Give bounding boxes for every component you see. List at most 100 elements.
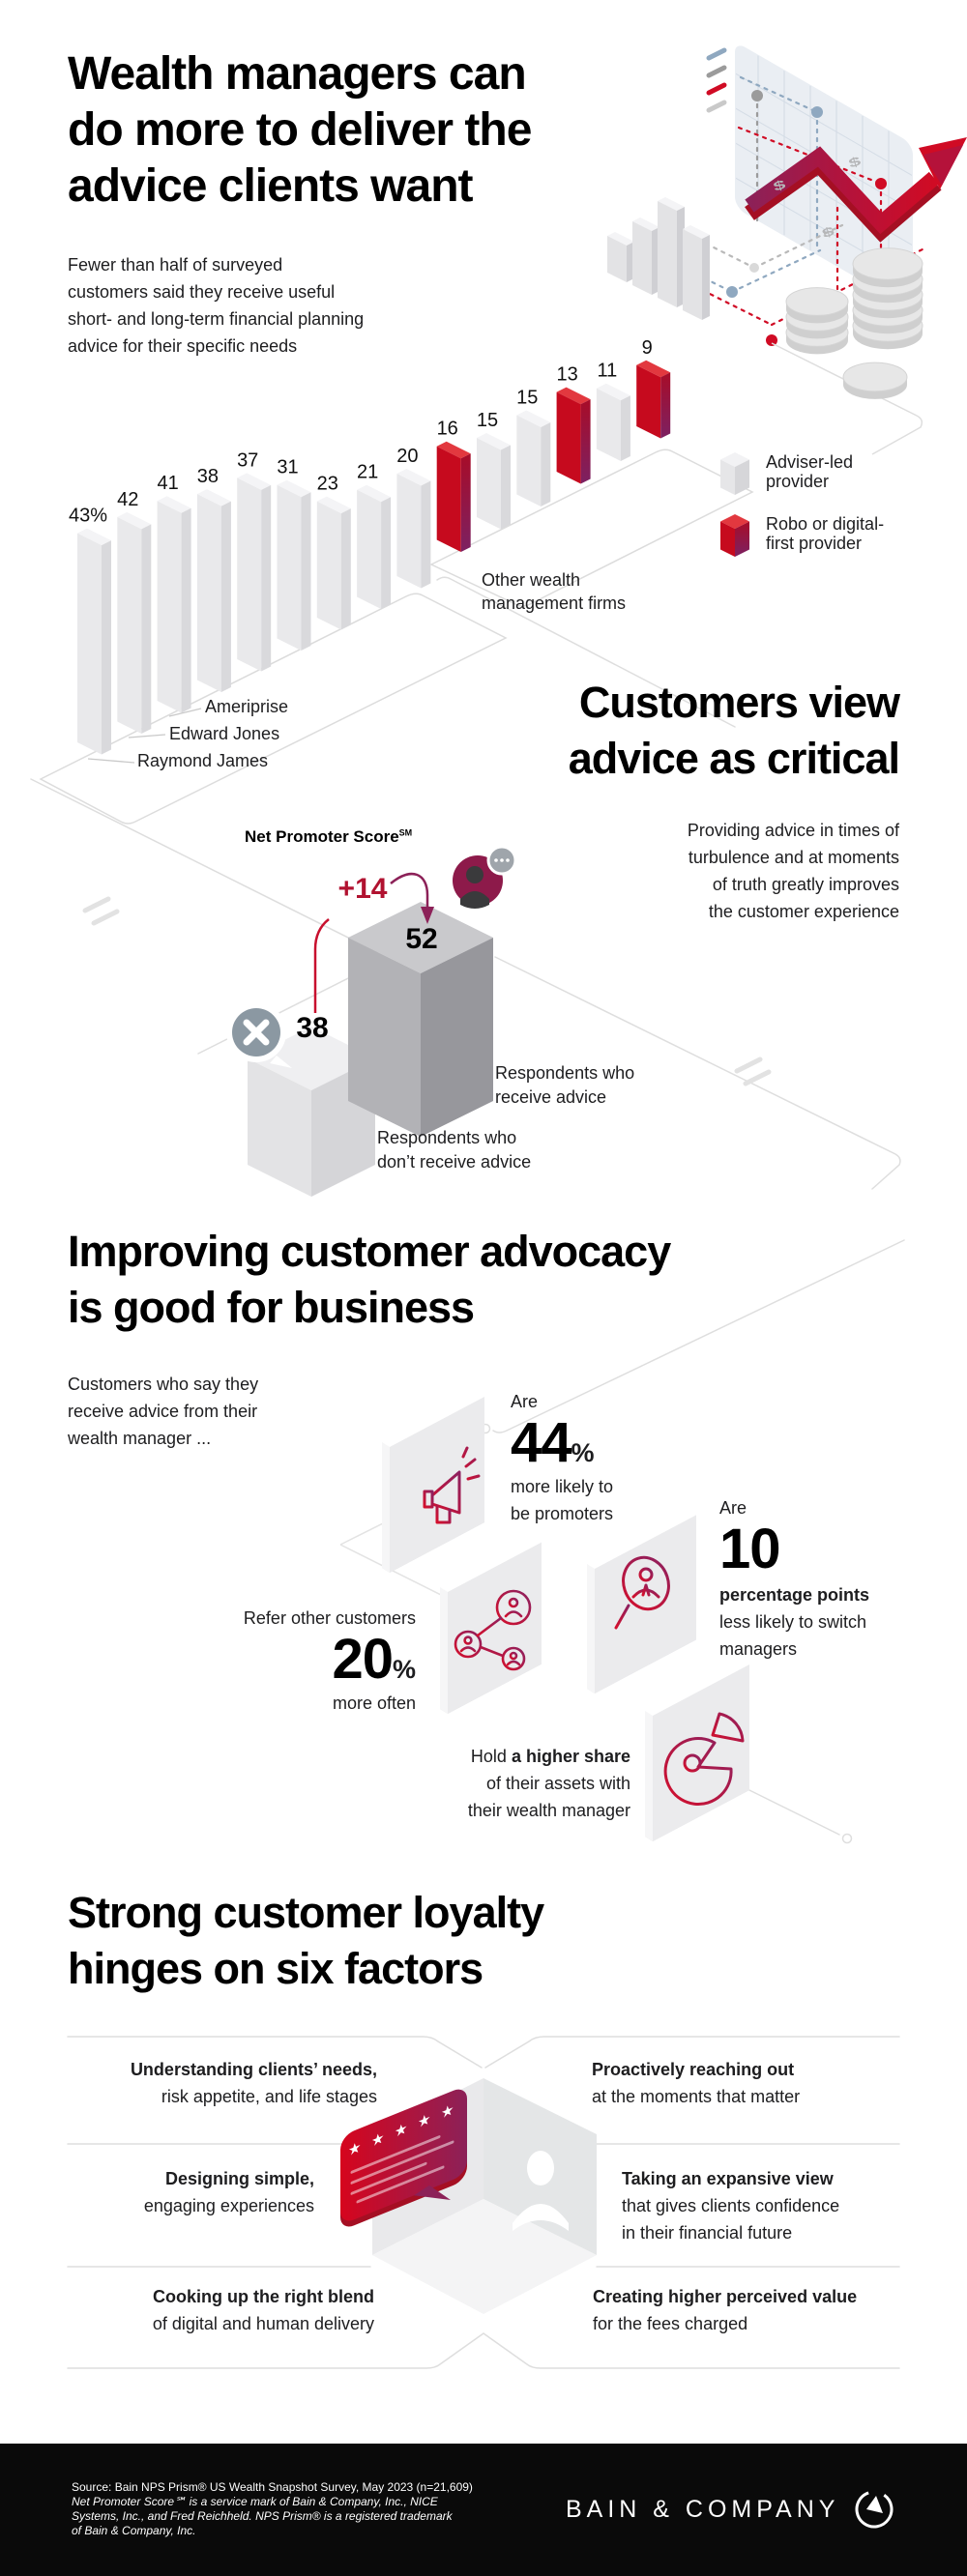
footer-bar: Source: Bain NPS Prism® US Wealth Snapsh… — [0, 2444, 967, 2576]
card-megaphone — [382, 1397, 484, 1573]
caption-receive-advice: Respondents who receive advice — [495, 1063, 635, 1107]
avatar-icon — [513, 2151, 569, 2231]
stat-value: 20% — [332, 1628, 416, 1691]
bar-value-label: 11 — [598, 361, 618, 382]
bar-firm-12: 15 — [516, 388, 551, 507]
nps-score-advice: 52 — [405, 923, 438, 955]
bar-value-label: 15 — [477, 410, 498, 431]
bar-value-label: 16 — [437, 419, 458, 440]
stat-lead-mixed: Hold a higher share — [470, 1747, 630, 1766]
bar-value-label: 9 — [642, 337, 653, 359]
stat-desc: more likely to be promoters — [511, 1477, 614, 1523]
bar-value-label: 38 — [197, 466, 219, 487]
growth-arrow-icon — [745, 137, 967, 243]
nps-diagram — [226, 845, 517, 1197]
svg-text:★: ★ — [348, 2139, 361, 2160]
stat-desc-bold: percentage points — [719, 1585, 870, 1605]
bar-firm-8: 21 — [357, 462, 392, 609]
bar-value-label: 20 — [396, 446, 418, 467]
bain-logo-icon — [855, 2490, 894, 2529]
nps-paragraph: Providing advice in times of turbulence … — [687, 821, 899, 921]
dollar-glyph: $ — [847, 154, 863, 171]
footer-legal: Net Promoter Score℠ is a service mark of… — [72, 2495, 453, 2537]
bar-firm-14: 11 — [596, 361, 630, 461]
svg-text:★: ★ — [441, 2101, 454, 2123]
section4-heading: Strong customer loyalty hinges on six fa… — [68, 1888, 544, 1993]
group-label-other-firms: Other wealth management firms — [482, 570, 627, 613]
stat-promoters: Are 44% more likely to be promoters — [511, 1388, 733, 1527]
pie-chart-icon — [663, 1712, 745, 1806]
hero-illustration: $$$ — [607, 39, 967, 455]
mini-legend-dashes-icon — [706, 47, 727, 113]
bar-firm-13: 13 — [556, 364, 591, 484]
firm-label-ameriprise: Ameriprise — [205, 697, 289, 716]
bar-Ameriprise: 41 — [157, 473, 191, 713]
no-advice-x-icon — [226, 1002, 292, 1068]
decorative-circuit-lines — [30, 576, 905, 2369]
stat-referrals: Refer other customers 20% more often — [174, 1605, 416, 1717]
mini-bars-icon — [607, 197, 710, 320]
referral-network-icon — [454, 1589, 532, 1671]
caption-dont-receive-advice: Respondents who don’t receive advice — [377, 1128, 532, 1172]
brand-wordmark: BAIN & COMPANY — [566, 2495, 840, 2523]
advocacy-cards — [339, 1397, 749, 1841]
bar-firm-6: 31 — [277, 457, 311, 651]
stat-desc: more often — [332, 1693, 416, 1713]
section3-intro: Customers who say they receive advice fr… — [68, 1375, 259, 1448]
legend-cube-robo-icon — [720, 514, 749, 557]
page-title: Wealth managers can do more to deliver t… — [68, 48, 532, 212]
firm-label-edward-jones: Edward Jones — [169, 724, 280, 743]
bar-value-label: 37 — [237, 449, 258, 471]
section3-heading: Improving customer advocacy is good for … — [68, 1227, 671, 1332]
bar-firm-15: 9 — [636, 337, 671, 439]
legend-cube-adviser-icon — [720, 452, 749, 495]
page-subtitle: Fewer than half of surveyed customers sa… — [68, 255, 365, 356]
firm-label-raymond-james: Raymond James — [137, 751, 269, 770]
chart-floor-panels — [39, 449, 754, 825]
bar-firm-10: 16 — [437, 419, 471, 552]
nps-servicemark: SM — [398, 827, 413, 838]
megaphone-icon — [423, 1446, 481, 1524]
bar-firm-5: 37 — [237, 449, 272, 672]
svg-text:★: ★ — [418, 2111, 430, 2132]
bar-value-label: 43% — [69, 506, 107, 527]
brand-lockup: BAIN & COMPANY — [566, 2488, 895, 2531]
stat-desc: of their assets with their wealth manage… — [467, 1774, 630, 1820]
footer-source: Source: Bain NPS Prism® US Wealth Snapsh… — [72, 2480, 473, 2494]
bar-firm-7: 23 — [317, 474, 351, 630]
factor-digital-human-blend: Cooking up the right blend of digital an… — [152, 2287, 374, 2333]
nps-cube-advice — [348, 902, 493, 1137]
factor-perceived-value: Creating higher perceived value for the … — [593, 2287, 858, 2333]
firm-leader-lines — [87, 708, 202, 764]
bar-Edward Jones: 42 — [117, 489, 152, 734]
box-floor — [372, 2199, 597, 2314]
bar-firm-9: 20 — [396, 446, 431, 589]
coin-stacks-icon: $$$ — [772, 154, 923, 399]
slash-marks — [82, 896, 772, 1086]
stat-lead: Refer other customers — [243, 1608, 416, 1628]
legend-item-adviser: Adviser-led provider — [766, 452, 854, 491]
svg-text:★: ★ — [395, 2120, 407, 2141]
bar-value-label: 21 — [357, 462, 378, 483]
nps-delta: +14 — [337, 873, 388, 905]
card-referral — [440, 1542, 542, 1714]
bar-value-label: 31 — [277, 457, 298, 478]
loyalty-illustration: ★★★★★ — [340, 2078, 597, 2314]
stat-switching: Are 10 percentage points less likely to … — [719, 1494, 932, 1663]
bar-value-label: 13 — [556, 364, 577, 386]
stat-lead: Are — [511, 1392, 539, 1411]
stat-lead: Are — [719, 1498, 747, 1518]
bar-firm-11: 15 — [477, 410, 511, 530]
factor-simple-experiences: Designing simple, engaging experiences — [143, 2169, 314, 2215]
magnifier-person-icon — [614, 1555, 670, 1630]
section2-heading: Customers view advice as critical — [568, 678, 900, 783]
bar-firm-4: 38 — [197, 466, 231, 692]
factor-proactive-outreach: Proactively reaching out at the moments … — [592, 2060, 801, 2106]
stat-desc: less likely to switch managers — [719, 1612, 867, 1659]
advice-chat-icon — [448, 845, 517, 928]
stat-value: 10 — [719, 1518, 781, 1580]
